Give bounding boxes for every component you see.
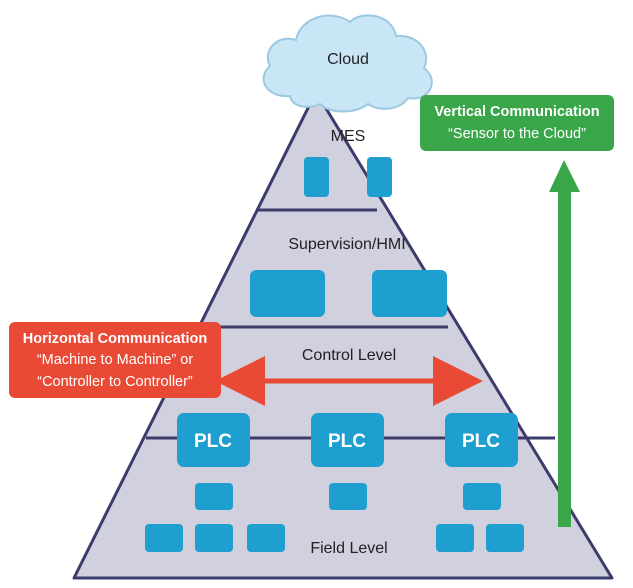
vertical-callout-box [420,95,614,151]
cloud-label: Cloud [327,51,369,68]
plc-box [177,413,250,467]
level-label-control: Control Level [302,347,396,364]
field-sensor [195,483,233,510]
vertical-arrow-shaft [558,190,571,527]
vertical-arrow-head [549,160,580,192]
mes-device [304,157,329,197]
field-sensor [329,483,367,510]
field-sensor [463,483,501,510]
level-label-field: Field Level [310,540,387,557]
vertical-callout-title: Vertical Communication [434,104,599,120]
level-label-supervision: Supervision/HMI [288,236,405,253]
field-device [486,524,524,552]
horizontal-callout-line2: “Controller to Controller” [37,374,193,390]
mes-device [367,157,392,197]
field-device [195,524,233,552]
field-device [436,524,474,552]
level-label-mes: MES [331,128,366,145]
plc-label: PLC [328,431,366,452]
plc-label: PLC [462,431,500,452]
plc-box [311,413,384,467]
hmi-device [250,270,325,317]
cloud-icon [262,14,433,113]
horizontal-callout-box [9,322,221,398]
field-device [247,524,285,552]
hmi-device [372,270,447,317]
vertical-callout-subtitle: “Sensor to the Cloud” [448,126,586,142]
plc-label: PLC [194,431,232,452]
field-device [145,524,183,552]
horizontal-callout-line1: “Machine to Machine” or [37,352,194,368]
plc-box [445,413,518,467]
horizontal-callout-title: Horizontal Communication [23,331,207,347]
